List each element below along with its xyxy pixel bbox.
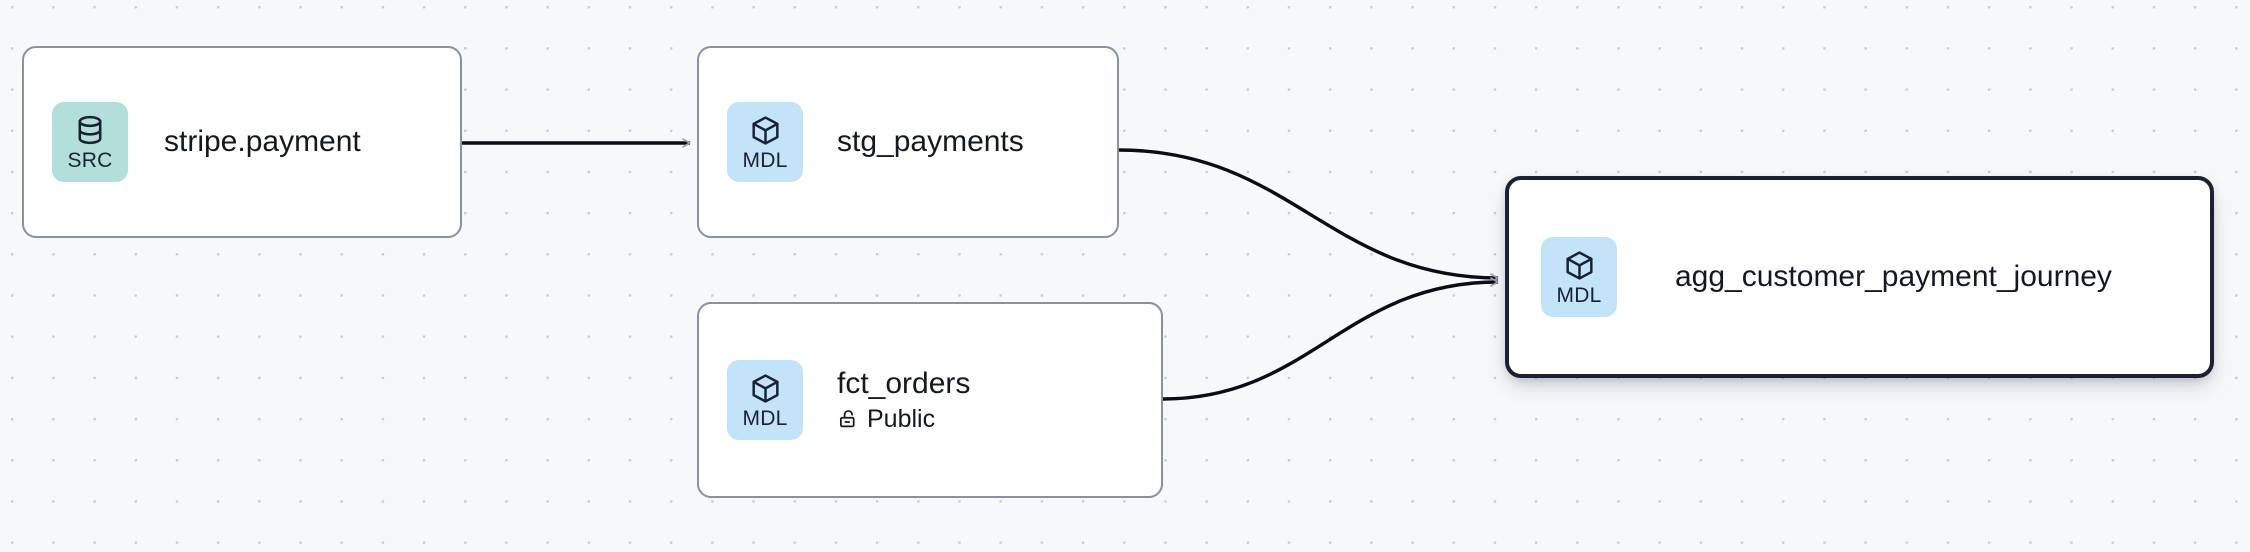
badge-mdl: MDL bbox=[727, 360, 803, 440]
node-visibility: Public bbox=[837, 404, 970, 433]
badge-src: SRC bbox=[52, 102, 128, 182]
node-body: stg_payments bbox=[837, 126, 1024, 158]
badge-mdl-label: MDL bbox=[742, 406, 788, 430]
node-stripe-payment[interactable]: SRC stripe.payment bbox=[22, 46, 462, 238]
database-icon bbox=[73, 113, 107, 147]
cube-icon bbox=[749, 372, 782, 405]
node-stg-payments[interactable]: MDL stg_payments bbox=[697, 46, 1119, 238]
node-title: fct_orders bbox=[837, 367, 971, 401]
badge-mdl: MDL bbox=[1541, 237, 1617, 317]
badge-mdl: MDL bbox=[727, 102, 803, 182]
unlock-icon bbox=[837, 408, 859, 430]
node-title: agg_customer_payment_journey bbox=[1675, 260, 2112, 294]
node-visibility-label: Public bbox=[867, 404, 936, 433]
node-title: stg_payments bbox=[837, 125, 1024, 159]
node-body: stripe.payment bbox=[164, 126, 361, 158]
edge-stg-to-agg bbox=[1118, 148, 1499, 283]
cube-icon bbox=[749, 114, 782, 147]
node-body: agg_customer_payment_journey bbox=[1675, 261, 2112, 293]
node-agg-customer-payment-journey[interactable]: MDL agg_customer_payment_journey bbox=[1505, 176, 2214, 378]
badge-mdl-label: MDL bbox=[1556, 283, 1602, 307]
badge-mdl-label: MDL bbox=[742, 148, 788, 172]
node-body: fct_orders Public bbox=[837, 368, 970, 432]
badge-src-label: SRC bbox=[67, 149, 113, 172]
node-fct-orders[interactable]: MDL fct_orders Public bbox=[697, 302, 1163, 498]
edge-fct-to-agg bbox=[1162, 277, 1499, 401]
cube-icon bbox=[1563, 249, 1596, 282]
node-title: stripe.payment bbox=[164, 125, 361, 159]
